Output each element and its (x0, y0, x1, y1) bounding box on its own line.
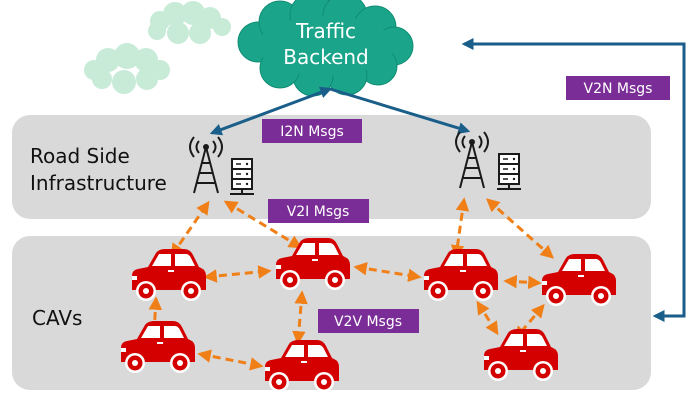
backend-label-line2: Backend (283, 45, 369, 69)
v2i-arrow (223, 200, 303, 249)
v2v-tag: V2V Msgs (318, 309, 419, 333)
v2i-tag: V2I Msgs (268, 199, 369, 223)
server-icon (496, 153, 522, 190)
cavs-label: CAVs (32, 306, 82, 330)
v2v-arrow (503, 274, 542, 290)
v2v-arrow (353, 262, 422, 282)
svg-text:V2I Msgs: V2I Msgs (287, 204, 350, 220)
svg-text:V2N Msgs: V2N Msgs (584, 81, 653, 97)
v2v-arrow (514, 303, 545, 341)
v2v-arrow (203, 265, 272, 283)
v2v-arrow (292, 290, 308, 345)
v2i-arrow (170, 200, 210, 258)
decorative-cloud-icon (84, 43, 170, 94)
svg-text:V2V Msgs: V2V Msgs (334, 314, 402, 330)
cloud-icon (237, 0, 414, 97)
v2x-arrows (147, 197, 555, 371)
infrastructure-label-line1: Road Side (30, 144, 130, 168)
svg-text:I2N Msgs: I2N Msgs (280, 124, 344, 140)
v2v-arrow (197, 349, 264, 371)
v2i-arrow (485, 198, 555, 259)
i2n-tag: I2N Msgs (262, 119, 362, 143)
server-icon (229, 158, 255, 195)
v2i-arrow (450, 197, 470, 259)
infrastructure-label-line2: Infrastructure (30, 171, 167, 195)
v2n-tag: V2N Msgs (566, 76, 670, 100)
decorative-cloud-icon (148, 1, 231, 44)
backend-label-line1: Traffic (295, 19, 356, 43)
backend-link-left (209, 86, 333, 136)
v2v-arrow (476, 300, 499, 336)
v2n-link (461, 38, 686, 322)
backend-link-right (329, 87, 471, 134)
